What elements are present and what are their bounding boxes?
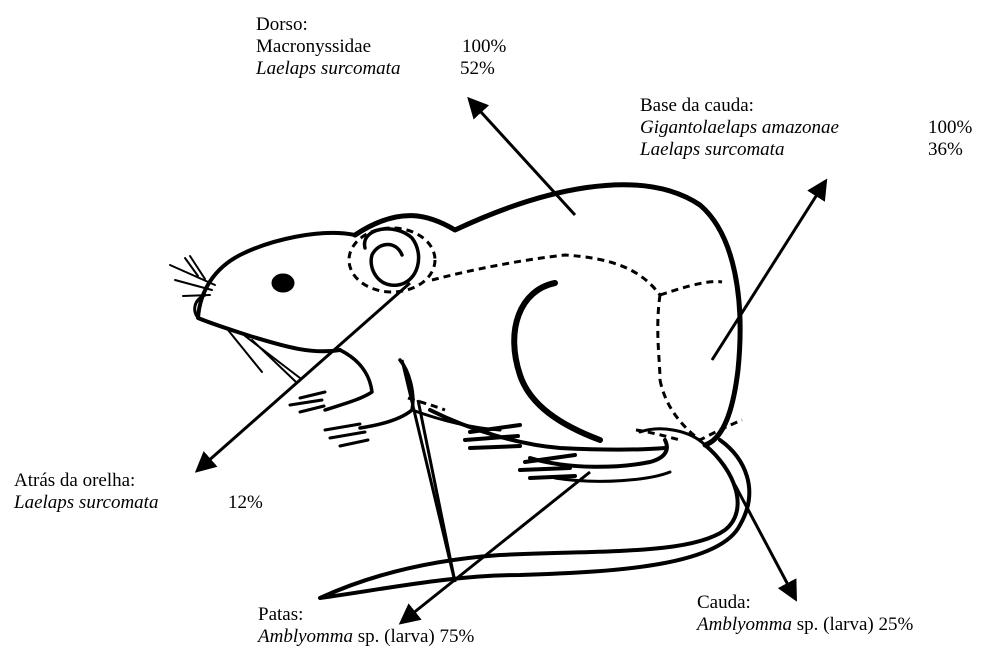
arrow-patas-hind bbox=[418, 400, 455, 582]
label-orelha: Atrás da orelha: Laelaps surcomata 12% bbox=[14, 470, 284, 514]
base-cauda-pct-2: 36% bbox=[928, 139, 963, 161]
arrow-cauda bbox=[735, 485, 795, 598]
label-dorso: Dorso: Macronyssidae 100% Laelaps surcom… bbox=[256, 14, 556, 80]
rodent-outline bbox=[170, 185, 749, 598]
dorso-pct-1: 100% bbox=[462, 36, 506, 58]
base-cauda-species-1: Gigantolaelaps amazonae bbox=[640, 117, 839, 138]
dorso-pct-2: 52% bbox=[460, 58, 495, 80]
label-cauda-title: Cauda: bbox=[697, 592, 913, 614]
label-cauda: Cauda: Amblyomma sp. (larva) 25% bbox=[697, 592, 913, 636]
patas-species-1: Amblyomma bbox=[258, 626, 353, 647]
label-base-cauda: Base da cauda: Gigantolaelaps amazonae 1… bbox=[640, 95, 985, 161]
label-orelha-title: Atrás da orelha: bbox=[14, 470, 284, 492]
patas-rest-1: sp. (larva) bbox=[358, 626, 435, 647]
label-base-cauda-title: Base da cauda: bbox=[640, 95, 985, 117]
arrow-base-cauda bbox=[712, 182, 825, 360]
arrow-patas-foot bbox=[402, 472, 590, 622]
arrow-orelha bbox=[198, 283, 410, 470]
arrows bbox=[198, 100, 825, 622]
arrow-dorso bbox=[470, 100, 575, 215]
orelha-species-1: Laelaps surcomata bbox=[14, 492, 158, 513]
label-patas: Patas: Amblyomma sp. (larva) 75% bbox=[258, 604, 474, 648]
patas-pct-1: 75% bbox=[440, 626, 475, 647]
base-cauda-pct-1: 100% bbox=[928, 117, 972, 139]
cauda-species-1: Amblyomma bbox=[697, 614, 792, 635]
orelha-pct-1: 12% bbox=[228, 492, 263, 514]
cauda-rest-1: sp. (larva) bbox=[797, 614, 874, 635]
label-patas-title: Patas: bbox=[258, 604, 474, 626]
dorso-species-2: Laelaps surcomata bbox=[256, 58, 400, 79]
base-cauda-species-2: Laelaps surcomata bbox=[640, 139, 784, 160]
dorso-species-1: Macronyssidae bbox=[256, 36, 371, 57]
cauda-pct-1: 25% bbox=[879, 614, 914, 635]
label-dorso-title: Dorso: bbox=[256, 14, 556, 36]
